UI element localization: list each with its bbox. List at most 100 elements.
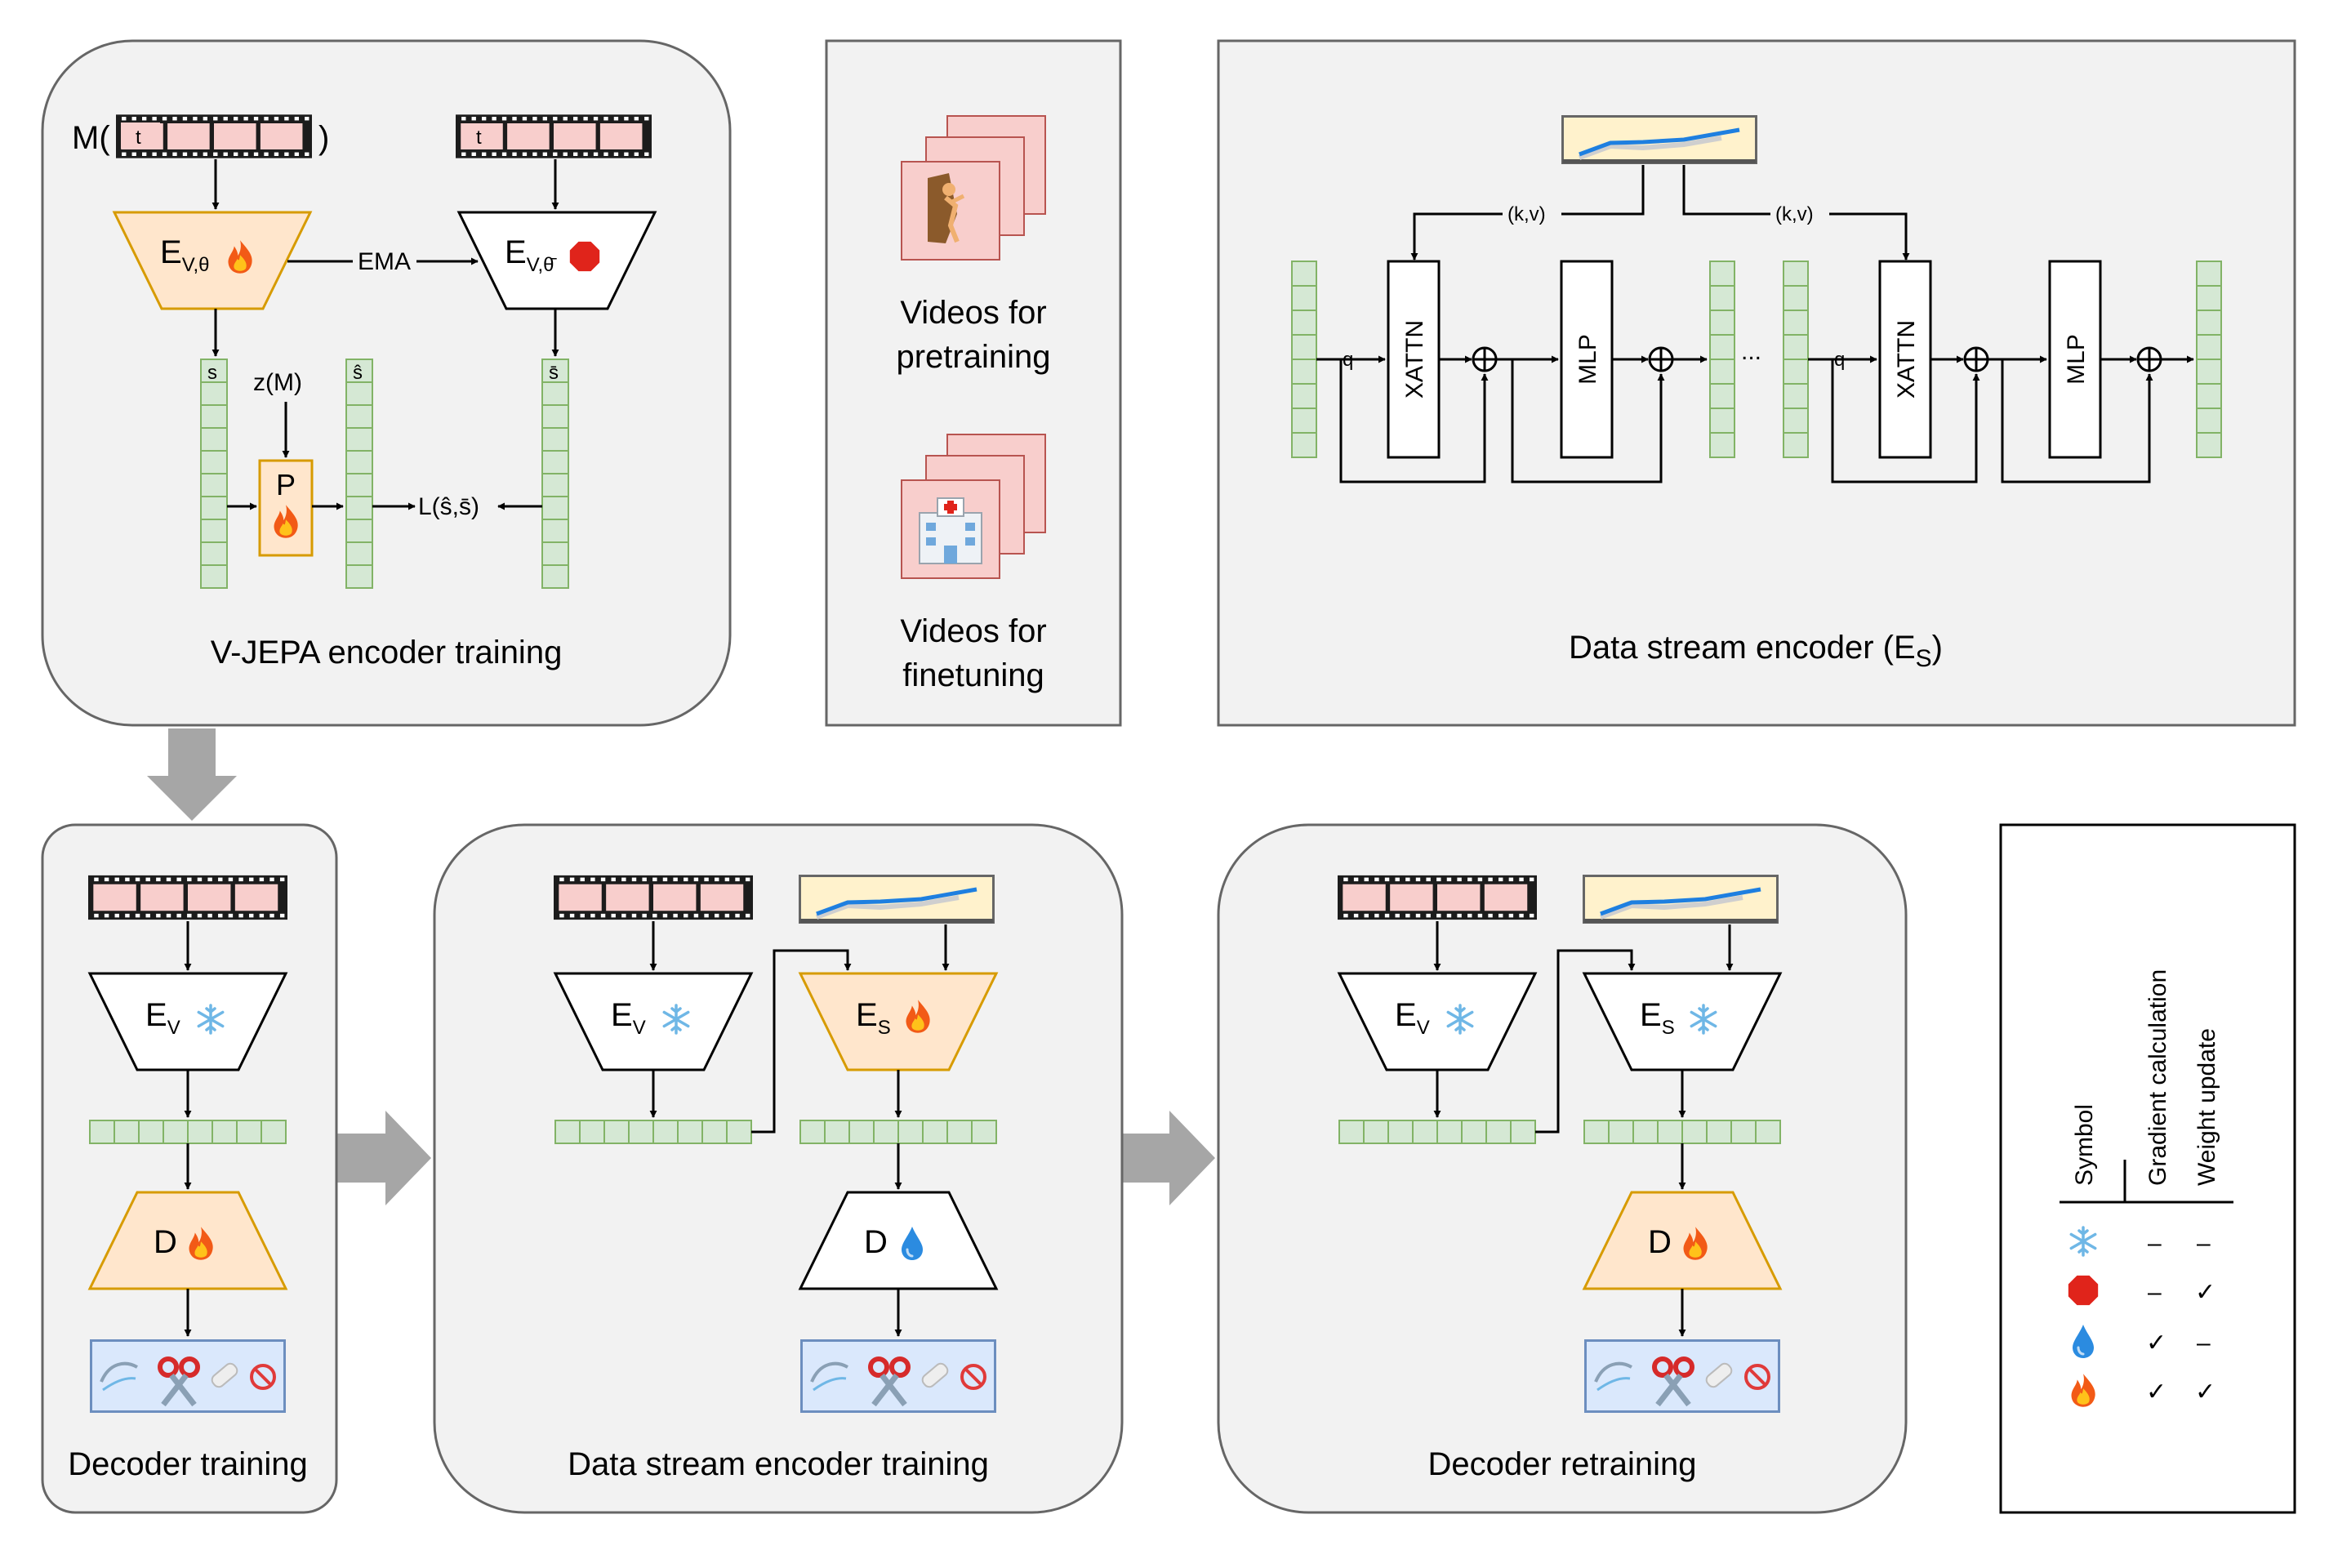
ds-training-title: Data stream encoder training	[568, 1446, 989, 1482]
legend-row-3-gradient: ✓	[2146, 1330, 2166, 1356]
surgical-tools-output	[1586, 1341, 1779, 1412]
stop-sign-icon	[2068, 1275, 2099, 1306]
stream-encoder	[1582, 972, 1783, 1071]
xattn-block-1	[1387, 260, 1441, 459]
mask-prefix: M(	[72, 120, 110, 156]
decoder-label: D	[1648, 1224, 1672, 1260]
stream-embedding-row	[1583, 1120, 1781, 1144]
embedding-s-hat	[345, 359, 373, 589]
decoder	[87, 1191, 288, 1290]
legend-row-1-weight: –	[2197, 1230, 2211, 1257]
legend-row-4-weight: ✓	[2195, 1379, 2215, 1405]
add-node-1	[1472, 346, 1498, 372]
legend-row-2-weight: ✓	[2195, 1279, 2215, 1306]
finetuning-label-1: Videos for	[900, 613, 1046, 649]
teacher-encoder	[456, 211, 657, 310]
legend-row-3-weight: –	[2197, 1330, 2211, 1356]
xattn2-label: XATTN	[1893, 320, 1920, 399]
stream-encoder-panel: (k,v) (k,v) q XATTN MLP ...	[1217, 39, 2296, 727]
legend: Symbol Gradient calculation Weight updat…	[1999, 823, 2296, 1514]
video-encoder	[87, 972, 288, 1071]
video-strip	[1338, 874, 1537, 921]
vjepa-title: V-JEPA encoder training	[211, 635, 563, 670]
flow-arrow-right-1	[336, 1111, 431, 1205]
mlp1-label: MLP	[1574, 334, 1601, 385]
decoder-retraining-title: Decoder retraining	[1427, 1446, 1696, 1482]
video-encoder-label: EV	[1395, 997, 1430, 1039]
target-video-strip	[456, 114, 652, 159]
add-node-3	[1963, 346, 1989, 372]
decoder	[1582, 1191, 1783, 1290]
pretraining-label-2: pretraining	[896, 339, 1050, 375]
mlp-block-2	[2048, 260, 2102, 459]
token-stack-4	[2196, 261, 2222, 458]
predictor-label: P	[276, 468, 296, 501]
flow-arrow-down	[147, 728, 237, 821]
flow-arrow-right-2	[1120, 1111, 1215, 1205]
loss-label: L(ŝ,s̄)	[418, 493, 479, 520]
decoder-retraining-panel: EV ES D Decoder retraining	[1217, 823, 1908, 1514]
video-encoder	[553, 972, 754, 1071]
frame-t-label: t	[136, 127, 141, 149]
s-label: s	[207, 362, 217, 384]
finetuning-label-2: finetuning	[902, 657, 1044, 693]
xattn-block-2	[1878, 260, 1932, 459]
s-hat-label: ŝ	[353, 362, 363, 384]
embedding-s-bar	[541, 359, 569, 589]
kv1-label: (k,v)	[1507, 203, 1546, 225]
embedding-row	[89, 1120, 287, 1144]
stream-encoder-label: ES	[856, 997, 891, 1039]
ellipsis: ...	[1741, 338, 1761, 365]
decoder-training-panel: EV D Decoder training	[41, 823, 338, 1514]
z-mask-label: z(M)	[253, 369, 302, 396]
surgical-tools-output	[91, 1341, 285, 1412]
finetuning-video-stack	[901, 434, 1046, 579]
q2-label: q	[1834, 349, 1845, 371]
video-strip	[554, 874, 753, 921]
decoder	[798, 1191, 999, 1290]
teacher-encoder-label: EV,θ̄	[505, 234, 558, 276]
legend-col-weight: Weight update	[2193, 1028, 2220, 1186]
ema-label: EMA	[358, 248, 411, 275]
stream-data-box	[1584, 876, 1778, 924]
pretraining-label-1: Videos for	[900, 295, 1046, 331]
climber-icon	[928, 173, 965, 243]
student-encoder-label: EV,θ	[160, 234, 210, 276]
kv2-label: (k,v)	[1775, 203, 1814, 225]
video-encoder-label: EV	[611, 997, 646, 1039]
decoder-training-title: Decoder training	[68, 1446, 308, 1482]
video-encoder-label: EV	[145, 997, 180, 1039]
q1-label: q	[1343, 349, 1353, 371]
legend-row-1-gradient: –	[2148, 1230, 2162, 1257]
add-node-4	[2136, 346, 2162, 372]
frame-t-cover	[121, 122, 160, 149]
decoder-label: D	[154, 1224, 177, 1260]
stream-encoder-title: Data stream encoder (ES)	[1569, 630, 1943, 672]
legend-row-4-gradient: ✓	[2146, 1379, 2166, 1405]
embedding-s	[200, 359, 228, 589]
xattn1-label: XATTN	[1401, 320, 1428, 399]
hospital-icon	[919, 497, 982, 564]
token-stack-2	[1709, 261, 1735, 458]
video-embedding-row	[1338, 1120, 1536, 1144]
video-encoder	[1337, 972, 1538, 1071]
stream-encoder	[798, 972, 999, 1071]
pretraining-video-stack	[901, 115, 1046, 261]
stream-data-box	[1563, 117, 1757, 164]
token-stack-1	[1291, 261, 1317, 458]
add-node-2	[1648, 346, 1674, 372]
ema-label-bg	[353, 247, 416, 274]
video-strip	[88, 874, 287, 921]
stream-encoder-label: ES	[1640, 997, 1675, 1039]
token-stack-3	[1783, 261, 1809, 458]
legend-col-gradient: Gradient calculation	[2144, 969, 2171, 1186]
video-embedding-row	[554, 1120, 752, 1144]
s-bar-label: s̄	[549, 362, 559, 384]
student-encoder	[112, 211, 313, 310]
kv2-bg	[1770, 201, 1829, 227]
vjepa-panel: M( t ) t EV,θ EV,θ̄ EMA s ŝ s̄ z(M)	[41, 39, 732, 727]
decoder-label: D	[864, 1224, 888, 1260]
frame-t2-label: t	[476, 127, 482, 149]
stream-data-box	[800, 876, 994, 924]
